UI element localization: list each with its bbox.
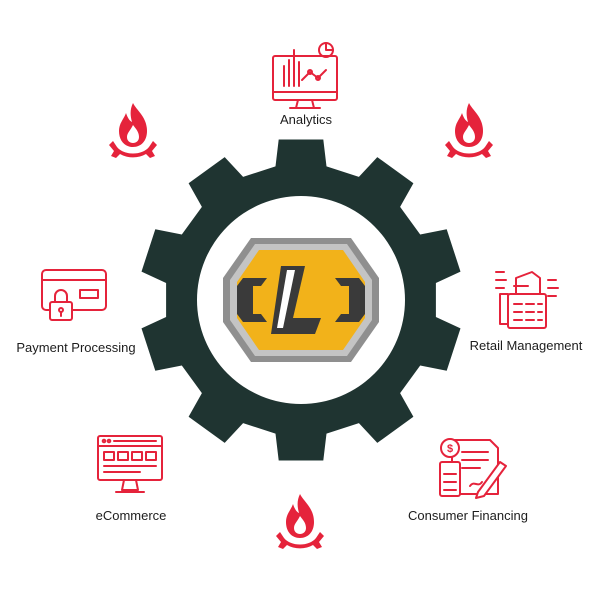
- ecommerce-monitor-icon: [97, 435, 163, 493]
- flame-gear-icon: [276, 494, 324, 549]
- gear-body: [141, 139, 461, 461]
- analytics-monitor-icon: [272, 42, 338, 109]
- pos-register-icon: [495, 271, 559, 329]
- flame-gear-icon: [109, 103, 157, 158]
- service-label-retail-management: Retail Management: [470, 338, 583, 353]
- service-label-consumer-financing: Consumer Financing: [408, 508, 528, 523]
- service-label-payment-processing: Payment Processing: [16, 340, 135, 355]
- flame-gear-icon: [445, 103, 493, 158]
- service-label-ecommerce: eCommerce: [96, 508, 167, 523]
- credit-card-lock-icon: [41, 269, 107, 321]
- service-label-analytics: Analytics: [280, 112, 333, 127]
- financing-document-icon: $: [439, 438, 507, 499]
- l-shield-logo: [223, 238, 379, 362]
- central-gear: [141, 139, 461, 461]
- svg-text:$: $: [447, 443, 453, 455]
